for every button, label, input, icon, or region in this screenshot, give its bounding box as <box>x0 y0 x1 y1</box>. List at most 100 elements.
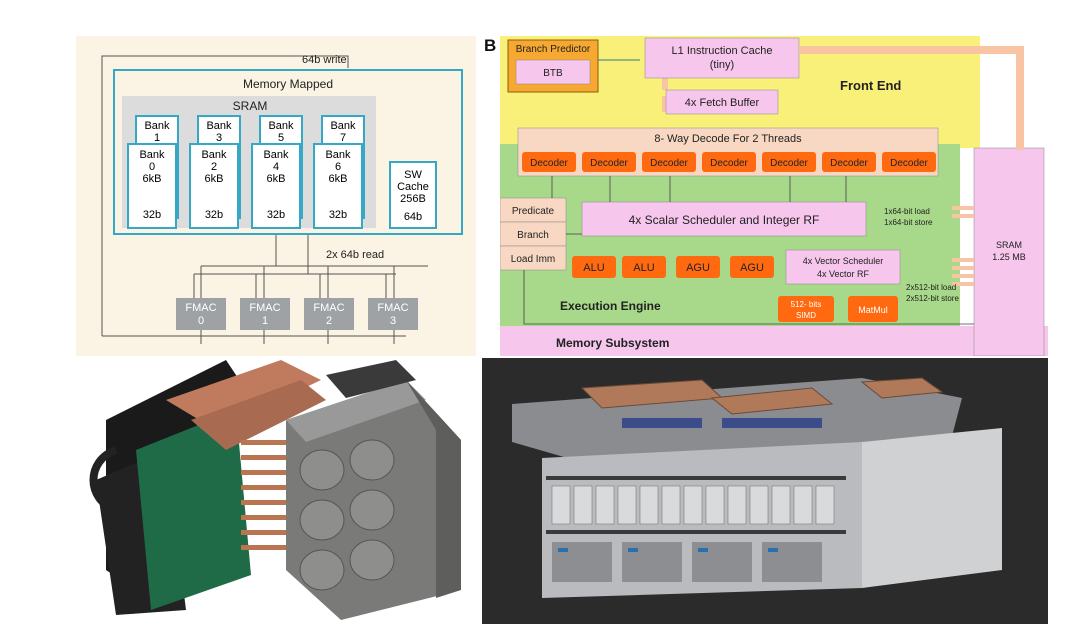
write-label: 64b write <box>302 54 347 66</box>
alu-1-label: ALU <box>633 262 654 274</box>
vector-scheduler-box <box>785 249 901 285</box>
panel-b-core-diagram: Branch Predictor BTB L1 Instruction Cach… <box>500 36 1048 356</box>
load-imm-label: Load Imm <box>511 254 555 265</box>
sram-label: SRAM <box>996 240 1022 250</box>
alu-0-label: ALU <box>583 262 604 274</box>
fmac-units: FMAC 0 FMAC 1 FMAC 2 FMAC 3 <box>176 298 418 330</box>
alu-1-box <box>622 256 666 278</box>
bank-4-name: Bank <box>263 149 289 161</box>
sw-cache-size: 256B <box>400 193 426 205</box>
l1-cache-label: L1 Instruction Cache <box>672 45 773 57</box>
fmac-1-index: 1 <box>262 315 268 327</box>
simd-line1: 512- bits <box>791 300 822 309</box>
execution-units: ALU ALU AGU AGU <box>572 256 774 278</box>
predicate-label: Predicate <box>512 206 555 217</box>
fmac-0-name: FMAC <box>185 302 216 314</box>
fmac-3-index: 3 <box>390 315 396 327</box>
agu-1-label: AGU <box>740 262 764 274</box>
memory-subsystem-region <box>500 326 1048 356</box>
matmul-box <box>848 296 898 322</box>
btb-label: BTB <box>543 68 563 79</box>
decoder-1-label: Decoder <box>590 158 628 169</box>
bank-4-size: 6kB <box>267 173 286 185</box>
write-path-lines <box>101 55 428 344</box>
memory-mapped-label: Memory Mapped <box>243 77 333 91</box>
bank-6-name: Bank <box>325 149 351 161</box>
bank-6-width: 32b <box>329 209 347 221</box>
execution-engine-label: Execution Engine <box>560 299 661 313</box>
decoder-6-label: Decoder <box>890 158 928 169</box>
vector-scheduler-line2: 4x Vector RF <box>817 269 870 279</box>
fmac-0-box <box>176 298 226 330</box>
fetch-buffer-label: 4x Fetch Buffer <box>685 97 760 109</box>
bank-4-index: 4 <box>273 161 279 173</box>
decoder-2-box <box>642 152 696 172</box>
scalar-store-label: 1x64-bit store <box>884 218 933 227</box>
bank-2-index: 2 <box>211 161 217 173</box>
bank-7-name: Bank <box>330 120 356 132</box>
bank-4-box <box>251 143 301 229</box>
scalar-load-label: 1x64-bit load <box>884 207 930 216</box>
bank-3-name: Bank <box>206 120 232 132</box>
memory-subsystem-label: Memory Subsystem <box>556 336 669 350</box>
decode-label: 8- Way Decode For 2 Threads <box>654 133 802 145</box>
branch-label: Branch <box>517 230 549 241</box>
decoder-0-label: Decoder <box>530 158 568 169</box>
load-imm-box <box>500 245 567 271</box>
decoder-1-box <box>582 152 636 172</box>
fmac-1-name: FMAC <box>249 302 280 314</box>
decoder-4-label: Decoder <box>770 158 808 169</box>
fmac-0-index: 0 <box>198 315 204 327</box>
decoder-4-box <box>762 152 816 172</box>
bank-6-size: 6kB <box>329 173 348 185</box>
bank-0-index: 0 <box>149 161 155 173</box>
alu-0-box <box>572 256 616 278</box>
l1-cache-tiny: (tiny) <box>710 59 734 71</box>
panel-b-label: B <box>484 36 497 55</box>
decoder-5-box <box>822 152 876 172</box>
bank-2-name: Bank <box>201 149 227 161</box>
decoder-0-box <box>522 152 576 172</box>
connector-lines <box>523 176 974 325</box>
branch-predictor-label: Branch Predictor <box>516 44 591 55</box>
vector-scheduler-line1: 4x Vector Scheduler <box>803 256 884 266</box>
simd-box <box>778 296 834 322</box>
scalar-scheduler-label: 4x Scalar Scheduler and Integer RF <box>629 213 820 227</box>
sram-title: SRAM <box>233 99 268 113</box>
agu-0-box <box>676 256 720 278</box>
vector-store-label: 2x512-bit store <box>906 294 959 303</box>
sw-cache-width: 64b <box>404 211 422 223</box>
decoder-3-box <box>702 152 756 172</box>
l1-cache-box <box>644 37 800 79</box>
predicate-box <box>500 197 567 223</box>
vector-load-label: 2x512-bit load <box>906 283 956 292</box>
panel-d-server-photo <box>482 358 1048 624</box>
sw-cache-line2: Cache <box>397 181 429 193</box>
bank-3-index: 3 <box>216 132 222 144</box>
decoder-3-label: Decoder <box>710 158 748 169</box>
fmac-3-name: FMAC <box>377 302 408 314</box>
sram-column <box>973 147 1045 356</box>
bank-1-name: Bank <box>144 120 170 132</box>
bank-7-index: 7 <box>340 132 346 144</box>
bank-2-width: 32b <box>205 209 223 221</box>
bank-2-box <box>189 143 239 229</box>
agu-0-label: AGU <box>686 262 710 274</box>
btb-box <box>515 59 591 85</box>
panel-a-svg: 64b write Memory Mapped SRAM Bank 1 Bank… <box>101 54 463 344</box>
read-label: 2x 64b read <box>326 249 384 261</box>
fmac-1-box <box>240 298 290 330</box>
bank-5-name: Bank <box>268 120 294 132</box>
panel-a-memory-diagram: 64b write Memory Mapped SRAM Bank 1 Bank… <box>76 36 476 356</box>
simd-line2: SIMD <box>796 311 816 320</box>
front-banks: Bank 0 6kB 32b Bank 2 6kB 32b Bank 4 6kB… <box>127 143 363 229</box>
decoder-row: Decoder Decoder Decoder Decoder Decoder … <box>522 152 936 172</box>
scalar-scheduler-box <box>581 201 867 237</box>
board-illustration <box>89 360 461 620</box>
memory-mapped-box <box>113 69 463 235</box>
decoder-5-label: Decoder <box>830 158 868 169</box>
panel-c-board-photo <box>76 360 476 620</box>
agu-1-box <box>730 256 774 278</box>
front-end-label: Front End <box>840 78 901 93</box>
bank-0-size: 6kB <box>143 173 162 185</box>
